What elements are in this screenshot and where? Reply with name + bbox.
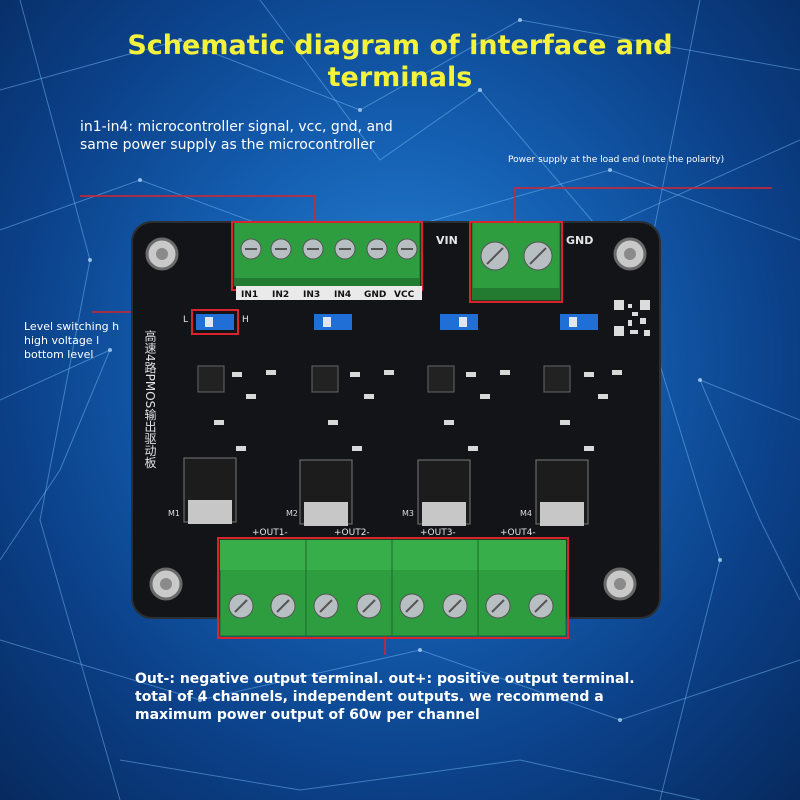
output-annotation: Out-: negative output terminal. out+: po… bbox=[135, 670, 695, 724]
power-highlight-box bbox=[469, 221, 563, 303]
pin-label-gnd: GND bbox=[364, 290, 386, 300]
input-callout-line bbox=[80, 195, 316, 225]
pin-label-vcc: VCC bbox=[394, 290, 415, 300]
title-line-2: terminals bbox=[327, 62, 473, 93]
jumper-label-low: L bbox=[183, 315, 188, 325]
output-label-4: +OUT4- bbox=[500, 528, 536, 538]
mosfet-label-1: M1 bbox=[168, 509, 180, 518]
module-name: 高速4路PMOS输出驱动板 bbox=[143, 329, 157, 469]
jumper-label-high: H bbox=[242, 315, 249, 325]
pin-label-in4: IN4 bbox=[334, 290, 351, 300]
output-annotation-line-3: maximum power output of 60w per channel bbox=[135, 707, 480, 723]
level-jumpers: L H bbox=[183, 314, 598, 330]
mosfet-label-2: M2 bbox=[286, 509, 298, 518]
power-terminal-block bbox=[471, 221, 561, 301]
driver-ics bbox=[197, 365, 571, 393]
pin-label-in2: IN2 bbox=[272, 290, 289, 300]
mounting-holes bbox=[145, 237, 647, 601]
pin-label-in3: IN3 bbox=[303, 290, 320, 300]
output-annotation-line-1: Out-: negative output terminal. out+: po… bbox=[135, 671, 635, 687]
title-line-1: Schematic diagram of interface and bbox=[127, 30, 673, 61]
mosfets bbox=[183, 457, 589, 526]
power-annotation: Power supply at the load end (note the p… bbox=[508, 155, 725, 165]
input-terminal-block bbox=[233, 221, 421, 287]
output-label-3: +OUT3- bbox=[420, 528, 456, 538]
smd-components bbox=[214, 370, 622, 451]
power-callout-line bbox=[514, 187, 772, 225]
pin-label-in1: IN1 bbox=[241, 290, 258, 300]
output-label-1: +OUT1- bbox=[252, 528, 288, 538]
pin-label-power-gnd: GND bbox=[566, 234, 593, 247]
level-annotation: Level switching h high voltage l bottom … bbox=[24, 320, 120, 361]
output-label-2: +OUT2- bbox=[334, 528, 370, 538]
output-highlight-box bbox=[217, 537, 569, 639]
mosfet-label-3: M3 bbox=[402, 509, 414, 518]
mosfet-label-4: M4 bbox=[520, 509, 532, 518]
qr-code bbox=[612, 298, 652, 338]
output-annotation-line-2: total of 4 channels, independent outputs… bbox=[135, 689, 604, 705]
input-annotation: in1-in4: microcontroller signal, vcc, gn… bbox=[80, 119, 393, 153]
output-terminal-block bbox=[219, 539, 567, 637]
pin-label-vin: VIN bbox=[436, 234, 458, 247]
diagram-title: Schematic diagram of interface and termi… bbox=[0, 30, 800, 94]
level-highlight-box bbox=[191, 309, 239, 335]
